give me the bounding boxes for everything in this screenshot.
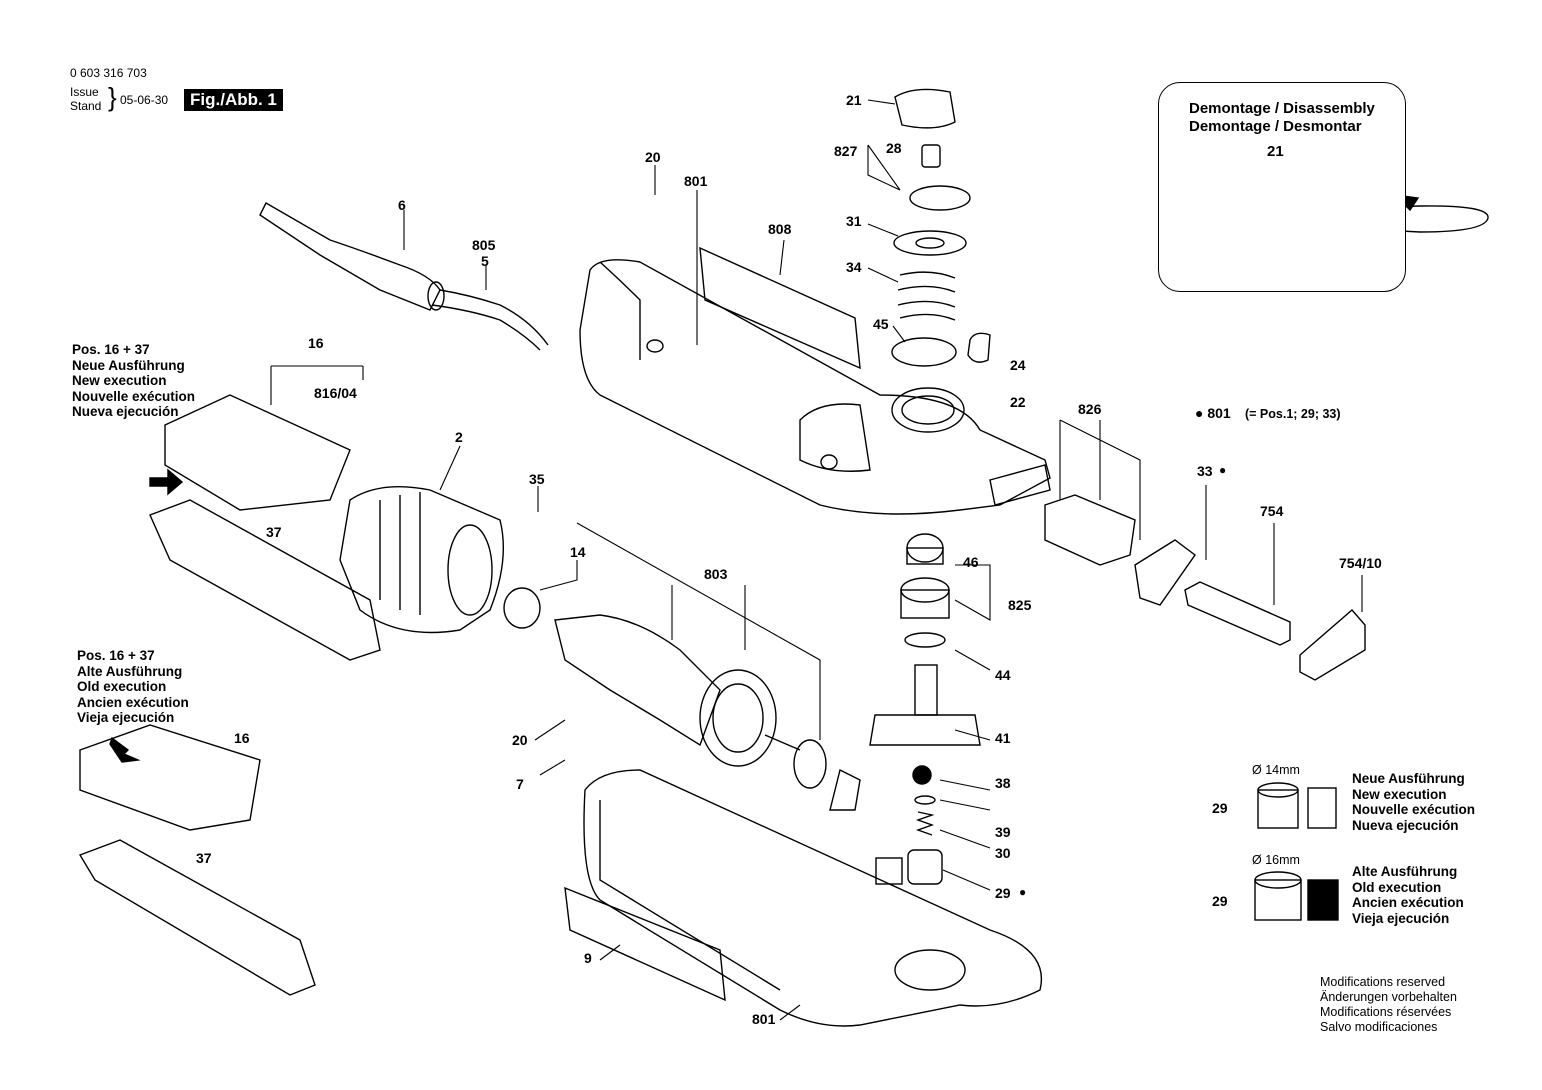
callout-41: 41	[995, 730, 1011, 746]
block-line: Old execution	[77, 679, 167, 694]
modifications-line: Modifications réservées	[1320, 1005, 1452, 1019]
disassembly-inset: Demontage / Disassembly Demontage / Desm…	[1158, 82, 1406, 292]
callout-38: 38	[995, 775, 1011, 791]
callout-46: 46	[963, 554, 979, 570]
callout-37: 37	[266, 524, 282, 540]
callout-2: 2	[455, 429, 463, 445]
block-line: Vieja ejecución	[77, 710, 175, 725]
callout-14: 14	[570, 544, 586, 560]
bearing-old-part: 29	[1212, 893, 1228, 909]
old-exec-block: Pos. 16 + 37 Alte Ausführung Old executi…	[77, 648, 189, 726]
callout-37-old: 37	[196, 850, 212, 866]
callout-754-10: 754/10	[1339, 555, 1382, 571]
callout-44: 44	[995, 667, 1011, 683]
spindle-stack-drawing	[869, 88, 991, 885]
callout-34: 34	[846, 259, 862, 275]
callout-6: 6	[398, 197, 406, 213]
block-title: Pos. 16 + 37	[72, 342, 150, 357]
block-line: Neue Ausführung	[1352, 771, 1465, 786]
block-title: Pos. 16 + 37	[77, 648, 155, 663]
callout-24: 24	[1010, 357, 1026, 373]
block-line: Ancien exécution	[77, 694, 189, 710]
block-line: Neue Ausführung	[72, 357, 185, 373]
callout-39: 39	[995, 824, 1011, 840]
callout-30: 30	[995, 845, 1011, 861]
inset-callout: 21	[1267, 143, 1284, 160]
figure-label: Fig./Abb. 1	[184, 89, 283, 111]
power-cord-drawing	[259, 202, 549, 351]
callout-28: 28	[886, 140, 902, 156]
inset-title-2: Demontage / Desmontar	[1189, 118, 1362, 135]
block-line: Nueva ejecución	[1352, 817, 1459, 833]
bearing-new-part: 29	[1212, 800, 1228, 816]
brace: }	[108, 82, 117, 112]
brush-parts-drawing	[1044, 494, 1366, 681]
modifications-line: Modifications reserved	[1320, 975, 1446, 989]
motor-housing-top-drawing	[579, 246, 1051, 515]
callout-5: 5	[481, 253, 489, 269]
callout-45: 45	[873, 316, 889, 332]
callout-7: 7	[516, 776, 524, 792]
callout-16-old: 16	[234, 730, 250, 746]
callout-33: 33	[1197, 463, 1213, 479]
part-number: 0 603 316 703	[70, 66, 147, 80]
callout-33-dot: ●	[1219, 463, 1227, 477]
callout-801-lower: 801	[752, 1011, 776, 1027]
block-line: Alte Ausführung	[77, 663, 183, 679]
callout-29-dot: ●	[1019, 885, 1027, 899]
bearing-old-block: Alte Ausführung Old execution Ancien exé…	[1352, 864, 1464, 926]
callout-21: 21	[846, 92, 862, 108]
block-line: New execution	[1352, 786, 1447, 802]
brush-holder-assemblies-drawing	[78, 394, 381, 996]
modifications-line: Salvo modificaciones	[1320, 1020, 1438, 1034]
callout-35: 35	[529, 471, 545, 487]
callout-803: 803	[704, 566, 728, 582]
stator-drawing	[339, 486, 504, 634]
callout-826: 826	[1078, 401, 1102, 417]
callout-816-04: 816/04	[314, 385, 357, 401]
block-line: Nueva ejecución	[72, 404, 179, 419]
housing-bottom-drawing	[564, 769, 1042, 1027]
callout-827: 827	[834, 143, 858, 159]
callout-808: 808	[768, 221, 792, 237]
callout-754: 754	[1260, 503, 1284, 519]
block-line: Alte Ausführung	[1352, 864, 1458, 879]
block-line: Nouvelle exécution	[1352, 802, 1476, 817]
armature-drawing	[503, 587, 861, 811]
callout-805: 805	[472, 237, 496, 253]
inset-title-1: Demontage / Disassembly	[1189, 100, 1375, 117]
bearing-new-diameter: Ø 14mm	[1252, 763, 1300, 777]
issue-date: 05-06-30	[120, 93, 169, 107]
callout-20: 20	[645, 149, 661, 165]
leader-lines	[270, 99, 1363, 1021]
callout-22: 22	[1010, 394, 1026, 410]
callout-801: 801	[684, 173, 708, 189]
callout-16: 16	[308, 335, 324, 351]
block-line: Old execution	[1352, 879, 1442, 895]
issue-label: Issue	[70, 85, 99, 99]
pos-801-note: ● 801	[1195, 405, 1231, 421]
bearing-old-diameter: Ø 16mm	[1252, 853, 1300, 867]
block-line: Ancien exécution	[1352, 895, 1464, 910]
block-line: New execution	[72, 373, 167, 388]
callout-29: 29	[995, 885, 1011, 901]
callout-9: 9	[584, 950, 592, 966]
new-exec-block: Pos. 16 + 37 Neue Ausführung New executi…	[72, 342, 195, 420]
modifications-line: Änderungen vorbehalten	[1320, 990, 1457, 1004]
callout-31: 31	[846, 213, 862, 229]
bearing-new-block: Neue Ausführung New execution Nouvelle e…	[1352, 771, 1475, 833]
block-line: Nouvelle exécution	[72, 388, 196, 404]
bearing-diagrams-drawing	[1254, 782, 1339, 921]
block-line: Vieja ejecución	[1352, 910, 1450, 926]
stand-label: Stand	[70, 99, 102, 113]
callout-20-lower: 20	[512, 732, 528, 748]
pos-801-detail: (= Pos.1; 29; 33)	[1245, 407, 1341, 421]
callout-825: 825	[1008, 597, 1032, 613]
